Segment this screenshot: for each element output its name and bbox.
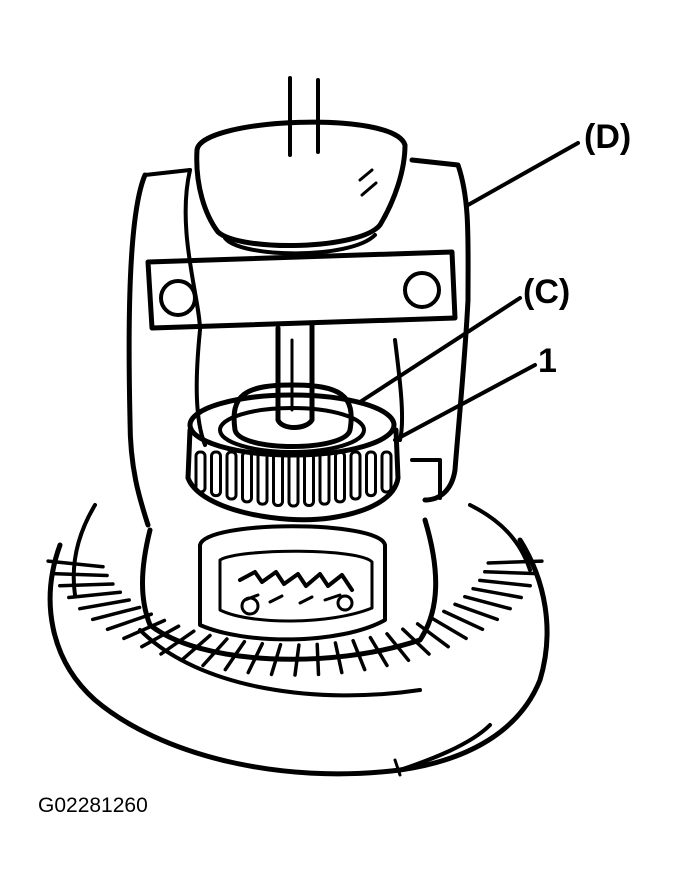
bearing-roller xyxy=(303,450,315,507)
gear-tooth xyxy=(483,570,539,576)
bearing-roller xyxy=(334,450,346,504)
bearing-roller xyxy=(349,450,362,501)
bearing-roller xyxy=(194,450,207,494)
gear-tooth xyxy=(122,618,167,641)
gear-tooth xyxy=(78,598,131,611)
bearing-roller xyxy=(287,450,300,508)
gear-tooth xyxy=(140,624,181,649)
bearing-roller xyxy=(272,450,284,507)
gear-tooth xyxy=(51,571,109,578)
gear-tooth xyxy=(463,594,512,611)
gear-tooth xyxy=(105,612,154,632)
gear-tooth xyxy=(67,590,123,600)
gear-tooth xyxy=(429,616,468,641)
leader-lines xyxy=(358,141,580,442)
gear-tooth xyxy=(415,622,450,649)
adapter xyxy=(231,382,354,449)
callout-puller-label: (D) xyxy=(584,118,631,156)
bearing-roller xyxy=(256,450,269,506)
leader-line-c xyxy=(358,296,522,404)
bearing-roller xyxy=(225,450,238,501)
bearing-rollers xyxy=(194,450,393,508)
gear-tooth xyxy=(90,605,142,622)
figure-id: G02281260 xyxy=(38,794,148,817)
differential-case xyxy=(140,517,439,662)
gear-tooth xyxy=(486,559,544,565)
bearing-roller xyxy=(241,450,253,504)
bearing-roller xyxy=(318,450,331,506)
gear-tooth xyxy=(46,559,105,569)
bearing-roller xyxy=(365,450,377,498)
gear-tooth xyxy=(453,602,500,622)
leader-line-d xyxy=(466,141,580,207)
gear-tooth xyxy=(471,586,523,600)
gear-tooth xyxy=(442,609,485,632)
bearing-roller xyxy=(210,450,222,498)
leader-line-1 xyxy=(393,363,537,442)
gear-tooth xyxy=(58,582,115,588)
callout-bearing-label: 1 xyxy=(538,342,557,380)
puller-frame xyxy=(126,76,471,528)
callout-adapter-label: (C) xyxy=(523,273,570,311)
gear-tooth xyxy=(478,578,532,588)
bearing-roller xyxy=(380,450,393,494)
